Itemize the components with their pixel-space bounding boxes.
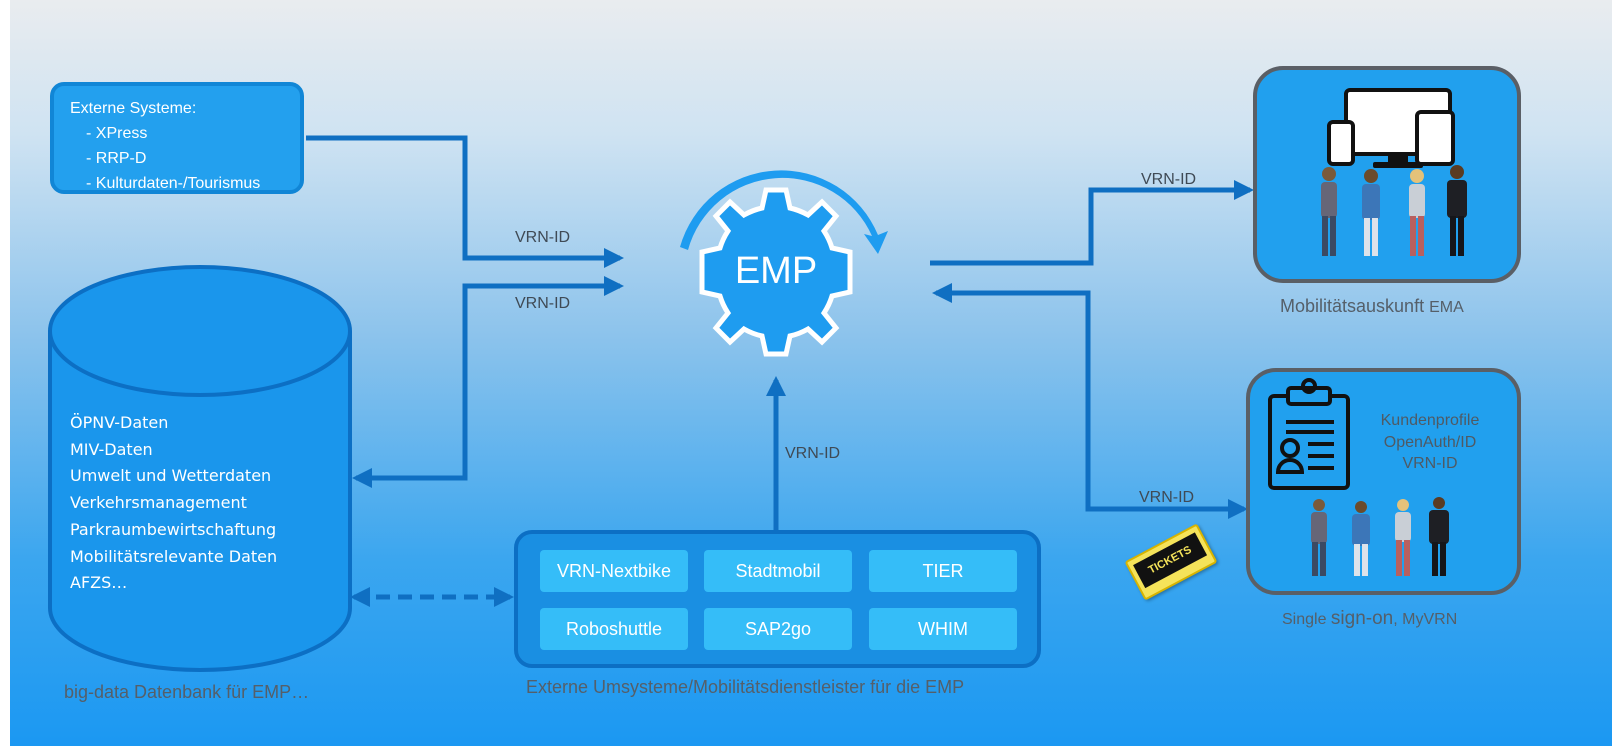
- sso-caption-a: Single: [1282, 611, 1331, 628]
- clipboard-profile-icon: [1268, 378, 1449, 576]
- emp-label: EMP: [734, 250, 818, 292]
- link-label-external: VRN-ID: [515, 229, 571, 246]
- database-item: ÖPNV-Daten: [70, 413, 169, 432]
- mobility-info-panel: [1253, 66, 1521, 283]
- rotation-arrow-icon: [680, 170, 888, 254]
- mobility-info-caption-small: EMA: [1429, 299, 1464, 316]
- link-label-sso: VRN-ID: [1139, 489, 1195, 506]
- external-systems-heading: Externe Systeme:: [70, 100, 197, 117]
- database-item: Umwelt und Wetterdaten: [70, 466, 272, 486]
- sso-caption-b: sign-on: [1330, 608, 1394, 629]
- database-cylinder: [48, 265, 352, 672]
- service-chip: TIER: [869, 550, 1017, 592]
- database-item: AFZS…: [70, 573, 128, 593]
- service-chip: VRN-Nextbike: [540, 550, 688, 592]
- database-item: Verkehrsmanagement: [70, 493, 247, 513]
- mobility-info-caption-main: Mobilitätsauskunft: [1280, 296, 1430, 316]
- database-item: Parkraumbewirtschaftung: [70, 519, 277, 539]
- link-label-ema: VRN-ID: [1141, 171, 1197, 188]
- sso-detail-item: OpenAuth/ID: [1383, 433, 1477, 451]
- service-chip: Stadtmobil: [704, 550, 852, 592]
- arrow-emp-database: [352, 276, 624, 488]
- sso-details: Kundenprofile OpenAuth/ID VRN-ID: [1365, 410, 1495, 475]
- database-content: ÖPNV-Daten MIV-Daten Umwelt und Wetterda…: [70, 410, 277, 597]
- database-caption: big-data Datenbank für EMP…: [64, 682, 310, 702]
- sso-caption-c: , MyVRN: [1393, 611, 1458, 628]
- link-label-database: VRN-ID: [515, 295, 571, 312]
- gear-icon: [680, 170, 888, 357]
- devices-icon: [1321, 88, 1467, 256]
- sso-detail-item: VRN-ID: [1402, 455, 1458, 472]
- arrow-emp-to-ema: [930, 180, 1254, 266]
- database-item: MIV-Daten: [70, 439, 153, 459]
- arrow-external-to-emp: [306, 135, 624, 268]
- external-system-item: - XPress: [86, 125, 148, 142]
- people-icon: [1321, 165, 1467, 256]
- sso-panel: [1246, 368, 1521, 595]
- external-system-item: - RRP-D: [86, 150, 147, 167]
- service-chip: SAP2go: [704, 608, 852, 650]
- mobility-info-caption: Mobilitätsauskunft EMA: [1280, 296, 1464, 317]
- sso-caption: Single sign-on, MyVRN: [1282, 608, 1457, 630]
- people-icon: [1311, 497, 1449, 576]
- umsysteme-caption: Externe Umsysteme/Mobilitätsdienstleiste…: [526, 677, 965, 697]
- arrow-emp-sso: [932, 283, 1248, 519]
- external-system-item: - Kulturdaten-/Tourismus: [86, 175, 261, 192]
- database-item: Mobilitätsrelevante Daten: [70, 546, 278, 566]
- sso-detail-item: Kundenprofile: [1380, 412, 1480, 429]
- external-systems-box: Externe Systeme: - XPress - RRP-D - Kult…: [50, 82, 304, 194]
- link-label-umsysteme: VRN-ID: [785, 445, 841, 462]
- service-chip: Roboshuttle: [540, 608, 688, 650]
- service-chip: WHIM: [869, 608, 1017, 650]
